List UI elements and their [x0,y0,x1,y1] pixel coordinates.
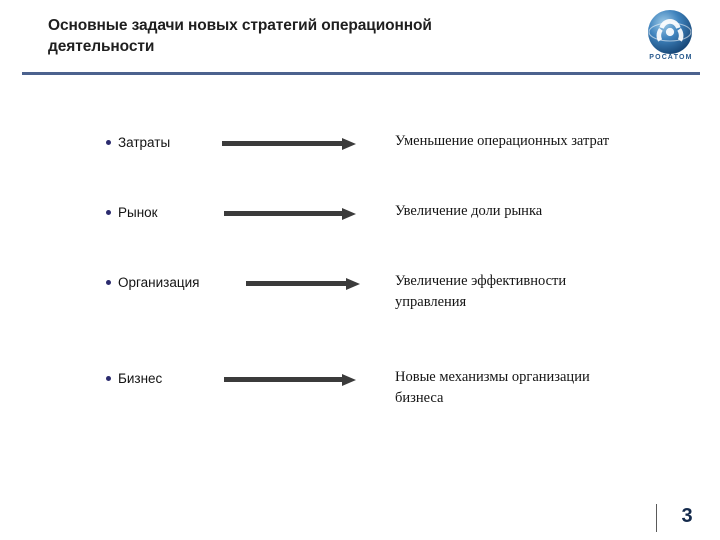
header-divider [22,72,700,75]
task-list: Затраты Уменьшение операционных затрат Р… [0,133,720,421]
rosatom-logo: РОСАТОМ [634,8,708,70]
task-category: Рынок [106,203,158,222]
list-item: Рынок Увеличение доли рынка [0,203,720,273]
bullet-icon [106,279,111,285]
footer-divider [656,504,657,532]
list-item: Затраты Уменьшение операционных затрат [0,133,720,203]
bullet-icon [106,139,111,145]
slide-header: Основные задачи новых стратегий операцио… [0,0,720,78]
task-category: Организация [106,273,199,292]
right-arrow-icon [224,208,360,220]
task-category: Бизнес [106,369,162,388]
task-category: Затраты [106,133,170,152]
right-arrow-icon [224,374,360,386]
task-category-label: Организация [118,275,200,290]
bullet-icon [106,209,111,215]
task-category-label: Рынок [118,205,158,220]
list-item: Бизнес Новые механизмы организации бизне… [0,343,720,421]
task-outcome: Уменьшение операционных затрат [395,133,610,149]
rosatom-wordmark: РОСАТОМ [649,54,693,61]
task-outcome: Увеличение эффективности управления [395,273,567,310]
task-outcome: Новые механизмы организации бизнеса [395,369,590,406]
task-category-label: Затраты [118,135,171,150]
rosatom-sphere-icon [646,8,694,56]
page-title: Основные задачи новых стратегий операцио… [48,17,432,55]
right-arrow-icon [222,138,360,150]
list-item: Организация Увеличение эффективности упр… [0,273,720,343]
task-category-label: Бизнес [118,371,163,386]
bullet-icon [106,375,111,381]
page-number: 3 [681,505,693,527]
task-outcome: Увеличение доли рынка [395,203,543,219]
right-arrow-icon [246,278,364,290]
